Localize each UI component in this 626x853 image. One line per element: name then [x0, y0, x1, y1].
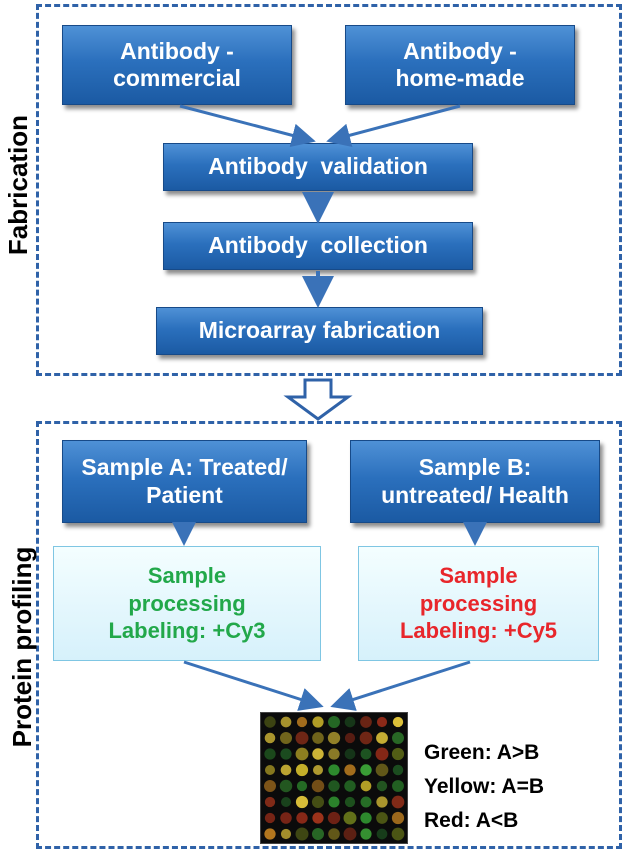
microarray-spot: [328, 828, 340, 840]
fabrication-panel: [36, 4, 622, 376]
microarray-spot: [391, 747, 405, 761]
microarray-spot: [344, 796, 356, 808]
microarray-spot: [279, 779, 293, 793]
microarray-spot: [295, 827, 309, 841]
microarray-spot: [295, 731, 309, 745]
microarray-spot: [312, 812, 324, 824]
microarray-spot: [360, 716, 372, 728]
microarray-spot: [328, 748, 340, 760]
microarray-spots: [264, 716, 405, 841]
microarray-spot: [280, 748, 292, 760]
microarray-spot: [360, 796, 372, 808]
microarray-spot: [295, 763, 309, 777]
microarray-spot: [280, 796, 292, 808]
arrow-homemade-to-validation: [326, 104, 461, 147]
microarray-spot: [392, 716, 404, 728]
antibody-collection-box: Antibody collection: [163, 222, 473, 270]
microarray-spot: [344, 748, 356, 760]
microarray-spot: [264, 780, 276, 792]
microarray-spot: [296, 716, 308, 728]
microarray-fabrication-box: Microarray fabrication: [156, 307, 483, 355]
microarray-spot: [375, 763, 389, 777]
sample-a-box: Sample A: Treated/ Patient: [62, 440, 307, 523]
microarray-spot: [311, 795, 325, 809]
microarray-spot: [264, 828, 276, 840]
microarray-spot: [376, 716, 388, 728]
processing-a-line1: Sample processing: [128, 563, 246, 616]
microarray-spot: [360, 812, 372, 824]
processing-a-line2: Labeling: +Cy3: [108, 618, 266, 644]
microarray-spot: [312, 764, 324, 776]
microarray-spot: [296, 780, 308, 792]
microarray-spot: [360, 748, 372, 760]
microarray-spot: [327, 811, 341, 825]
arrow-processing-b-to-array: [330, 660, 471, 711]
microarray-spot: [328, 716, 340, 728]
arrow-processing-a-to-array: [183, 660, 324, 711]
microarray-spot: [376, 828, 388, 840]
processing-b-line2: Labeling: +Cy5: [399, 618, 558, 644]
microarray-spot: [344, 716, 356, 728]
profiling-panel: [36, 421, 622, 849]
microarray-spot: [328, 780, 340, 792]
microarray-spot: [312, 748, 324, 760]
microarray-spot: [360, 780, 372, 792]
microarray-spot: [391, 827, 405, 841]
microarray-spot: [295, 747, 309, 761]
microarray-spot: [312, 732, 324, 744]
microarray-spot: [328, 796, 340, 808]
microarray-spot: [311, 827, 325, 841]
microarray-spot: [344, 732, 356, 744]
microarray-spot: [312, 716, 324, 728]
microarray-spot: [376, 732, 388, 744]
antibody-validation-box: Antibody validation: [163, 143, 473, 191]
arrow-commercial-to-validation: [179, 104, 316, 148]
microarray-spot: [264, 764, 276, 776]
microarray-spot: [264, 748, 276, 760]
microarray-spot: [264, 796, 276, 808]
microarray-spot: [375, 747, 389, 761]
sample-b-box: Sample B: untreated/ Health: [350, 440, 600, 523]
microarray-spot: [280, 828, 292, 840]
microarray-spot: [343, 827, 357, 841]
microarray-spot: [360, 764, 372, 776]
microarray-spot: [391, 811, 405, 825]
sample-processing-a-box: Sample processing Labeling: +Cy3: [53, 546, 321, 661]
microarray-spot: [376, 812, 388, 824]
microarray-spot: [311, 779, 325, 793]
microarray-spot: [343, 811, 357, 825]
microarray-spot: [264, 732, 276, 744]
microarray-spot: [280, 716, 292, 728]
microarray-spot: [328, 764, 340, 776]
microarray-spot: [392, 780, 404, 792]
microarray-spot: [327, 731, 341, 745]
microarray-spot: [280, 812, 292, 824]
microarray-spot: [392, 732, 404, 744]
microarray-spot: [280, 764, 292, 776]
antibody-commercial-box: Antibody - commercial: [62, 25, 292, 105]
legend-green: Green: A>B: [424, 741, 540, 764]
microarray-spot: [279, 731, 293, 745]
legend-red: Red: A<B: [424, 809, 519, 832]
microarray-image: [260, 712, 408, 844]
antibody-homemade-box: Antibody - home-made: [345, 25, 575, 105]
microarray-spot: [264, 812, 276, 824]
microarray-spot: [359, 731, 373, 745]
sample-processing-b-box: Sample processing Labeling: +Cy5: [358, 546, 599, 661]
microarray-spot: [392, 764, 404, 776]
processing-b-line1: Sample processing: [419, 563, 538, 616]
microarray-spot: [344, 764, 356, 776]
microarray-spot: [295, 795, 309, 809]
microarray-spot: [264, 716, 276, 728]
microarray-spot: [376, 796, 388, 808]
legend-yellow: Yellow: A=B: [424, 775, 545, 798]
microarray-spot: [391, 795, 405, 809]
microarray-spot: [296, 812, 308, 824]
legend: Green: A>B Yellow: A=B Red: A<B: [424, 736, 544, 838]
microarray-spot: [376, 780, 388, 792]
microarray-spot: [344, 780, 356, 792]
hollow-arrow-down: [283, 378, 353, 421]
microarray-spot: [360, 828, 372, 840]
